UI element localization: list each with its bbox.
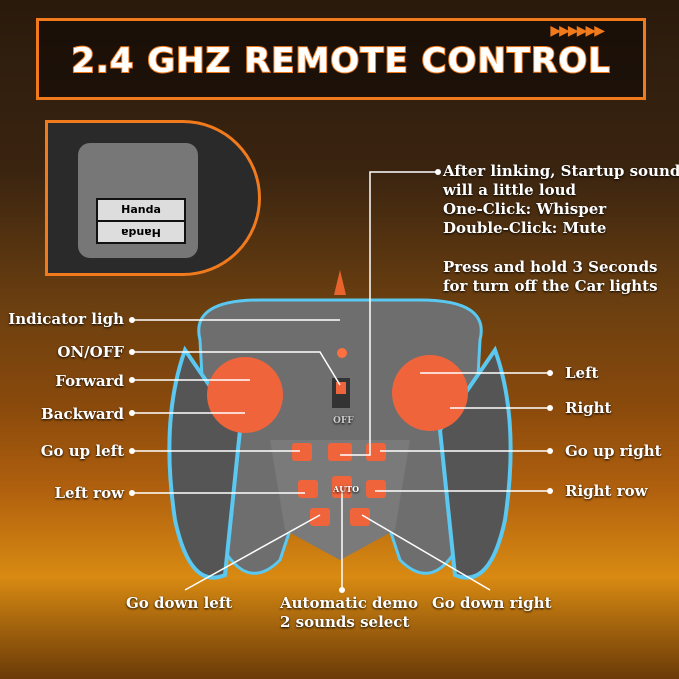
auto-demo-line: Automatic demo (280, 594, 418, 612)
label-go-down-left: Go down left (126, 594, 233, 612)
label-backward: Backward (41, 405, 124, 423)
note-line: Double-Click: Mute (443, 219, 607, 237)
note-line: One-Click: Whisper (443, 200, 607, 218)
note-line: will a little loud (443, 181, 576, 199)
indicator-light (337, 348, 347, 358)
left-joystick (207, 357, 283, 433)
startup-sound-note: After linking, Startup sound will a litt… (443, 162, 679, 296)
switch-off-label: OFF (333, 416, 354, 426)
label-forward: Forward (55, 372, 124, 390)
auto-demo-line: 2 sounds select (280, 613, 410, 631)
right-joystick (392, 355, 468, 431)
label-onoff: ON/OFF (57, 343, 124, 361)
label-indicator: Indicator ligh (8, 310, 124, 328)
note-line: After linking, Startup sound (443, 162, 679, 180)
note-line: Press and hold 3 Seconds (443, 258, 658, 276)
label-left: Left (565, 364, 599, 382)
label-right-row: Right row (565, 482, 648, 500)
page-title: 2.4 GHZ REMOTE CONTROL (70, 40, 611, 82)
label-go-down-right: Go down right (432, 594, 552, 612)
battery-label: Handa (98, 200, 184, 220)
note-line: for turn off the Car lights (443, 277, 658, 295)
title-banner: ▶▶▶▶▶▶ 2.4 GHZ REMOTE CONTROL (36, 18, 646, 100)
auto-button[interactable]: AUTO (333, 484, 360, 494)
battery-compartment-image: Handa Handa (45, 120, 261, 276)
label-right: Right (565, 399, 612, 417)
label-auto-demo: Automatic demo 2 sounds select (280, 594, 418, 632)
label-go-up-right: Go up right (565, 442, 662, 460)
label-left-row: Left row (54, 484, 124, 502)
arrow-decoration-icon: ▶▶▶▶▶▶ (550, 23, 605, 39)
label-go-up-left: Go up left (40, 442, 124, 460)
